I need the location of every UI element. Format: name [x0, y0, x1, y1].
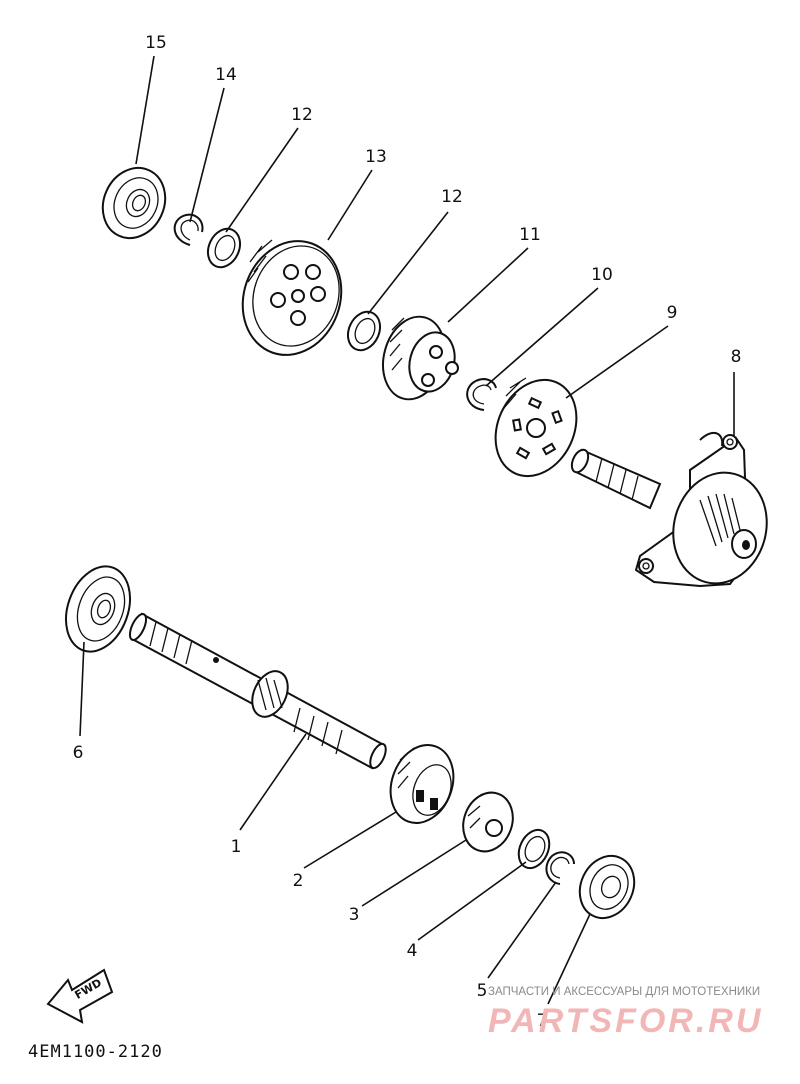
- part-7-bearing: [578, 854, 636, 920]
- part-15-bearing: [101, 166, 167, 240]
- callout-14: 14: [215, 65, 237, 85]
- callout-11: 11: [519, 225, 541, 245]
- callout-15: 15: [145, 33, 167, 53]
- callout-4: 4: [407, 941, 418, 961]
- part-9-gear: [494, 377, 578, 478]
- part-8-shaft-assembly: [570, 431, 768, 588]
- callout-12-lower: 12: [441, 187, 463, 207]
- callout-6: 6: [73, 743, 84, 763]
- part-2-hub: [389, 744, 455, 824]
- part-12-washer-upper: [206, 227, 242, 269]
- callout-1: 1: [231, 837, 242, 857]
- part-14-circlip: [173, 213, 204, 246]
- callout-13: 13: [365, 147, 387, 167]
- callout-7: 7: [537, 1011, 548, 1031]
- part-10-circlip: [466, 378, 497, 411]
- watermark-tagline: ЗАПЧАСТИ И АКСЕССУАРЫ ДЛЯ МОТОТЕХНИКИ: [488, 986, 761, 998]
- fwd-arrow-icon: FWD: [46, 968, 114, 1024]
- part-13-gear: [241, 239, 343, 356]
- callout-5: 5: [477, 981, 488, 1001]
- diagram-code: 4EM1100-2120: [28, 1042, 163, 1062]
- callout-8: 8: [731, 347, 742, 367]
- callout-2: 2: [293, 871, 304, 891]
- part-1-main-shaft: [128, 612, 387, 770]
- part-11-hub: [382, 315, 459, 401]
- callout-labels: 15 14 12 13 12 11 10 9 8 6 1 2 3 4 5 7: [73, 33, 742, 1031]
- part-3-gear: [462, 791, 514, 853]
- part-5-circlip: [545, 851, 575, 885]
- part-12-washer-lower: [346, 310, 382, 352]
- watermark-logo: PARTSFOR.RU: [488, 1002, 764, 1040]
- callout-3: 3: [349, 905, 360, 925]
- leader-lines: [79, 55, 735, 1005]
- callout-10: 10: [591, 265, 613, 285]
- part-4-washer: [517, 828, 551, 870]
- callout-12-upper: 12: [291, 105, 313, 125]
- part-6-bearing: [65, 565, 131, 653]
- callout-9: 9: [667, 303, 678, 323]
